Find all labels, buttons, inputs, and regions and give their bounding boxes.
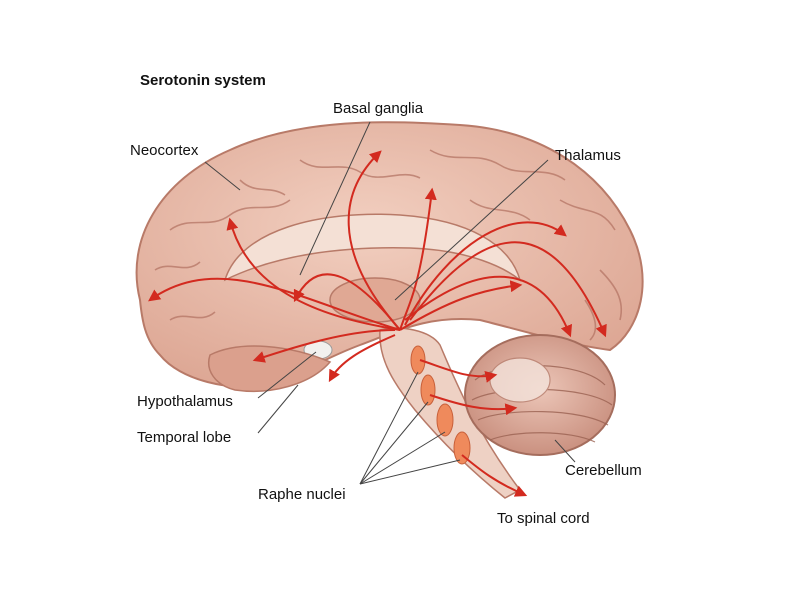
label-basal-ganglia: Basal ganglia xyxy=(333,100,424,117)
gyri-texture xyxy=(154,149,622,341)
label-raphe-nuclei: Raphe nuclei xyxy=(258,486,346,503)
serotonin-pathways xyxy=(148,150,607,497)
corpus-callosum xyxy=(223,213,522,283)
leader-lines xyxy=(204,121,576,485)
cerebellum-folia xyxy=(471,357,613,443)
label-temporal-lobe: Temporal lobe xyxy=(137,429,232,446)
label-to-spinal-cord: To spinal cord xyxy=(497,510,590,527)
label-neocortex: Neocortex xyxy=(130,142,199,159)
label-thalamus: Thalamus xyxy=(555,147,621,164)
label-hypothalamus: Hypothalamus xyxy=(137,393,233,410)
figure-title: Serotonin system xyxy=(140,72,266,89)
thalamus-region xyxy=(329,277,421,323)
temporal-lobe xyxy=(208,345,332,393)
label-cerebellum: Cerebellum xyxy=(565,462,642,479)
raphe-nuclei xyxy=(410,345,471,465)
